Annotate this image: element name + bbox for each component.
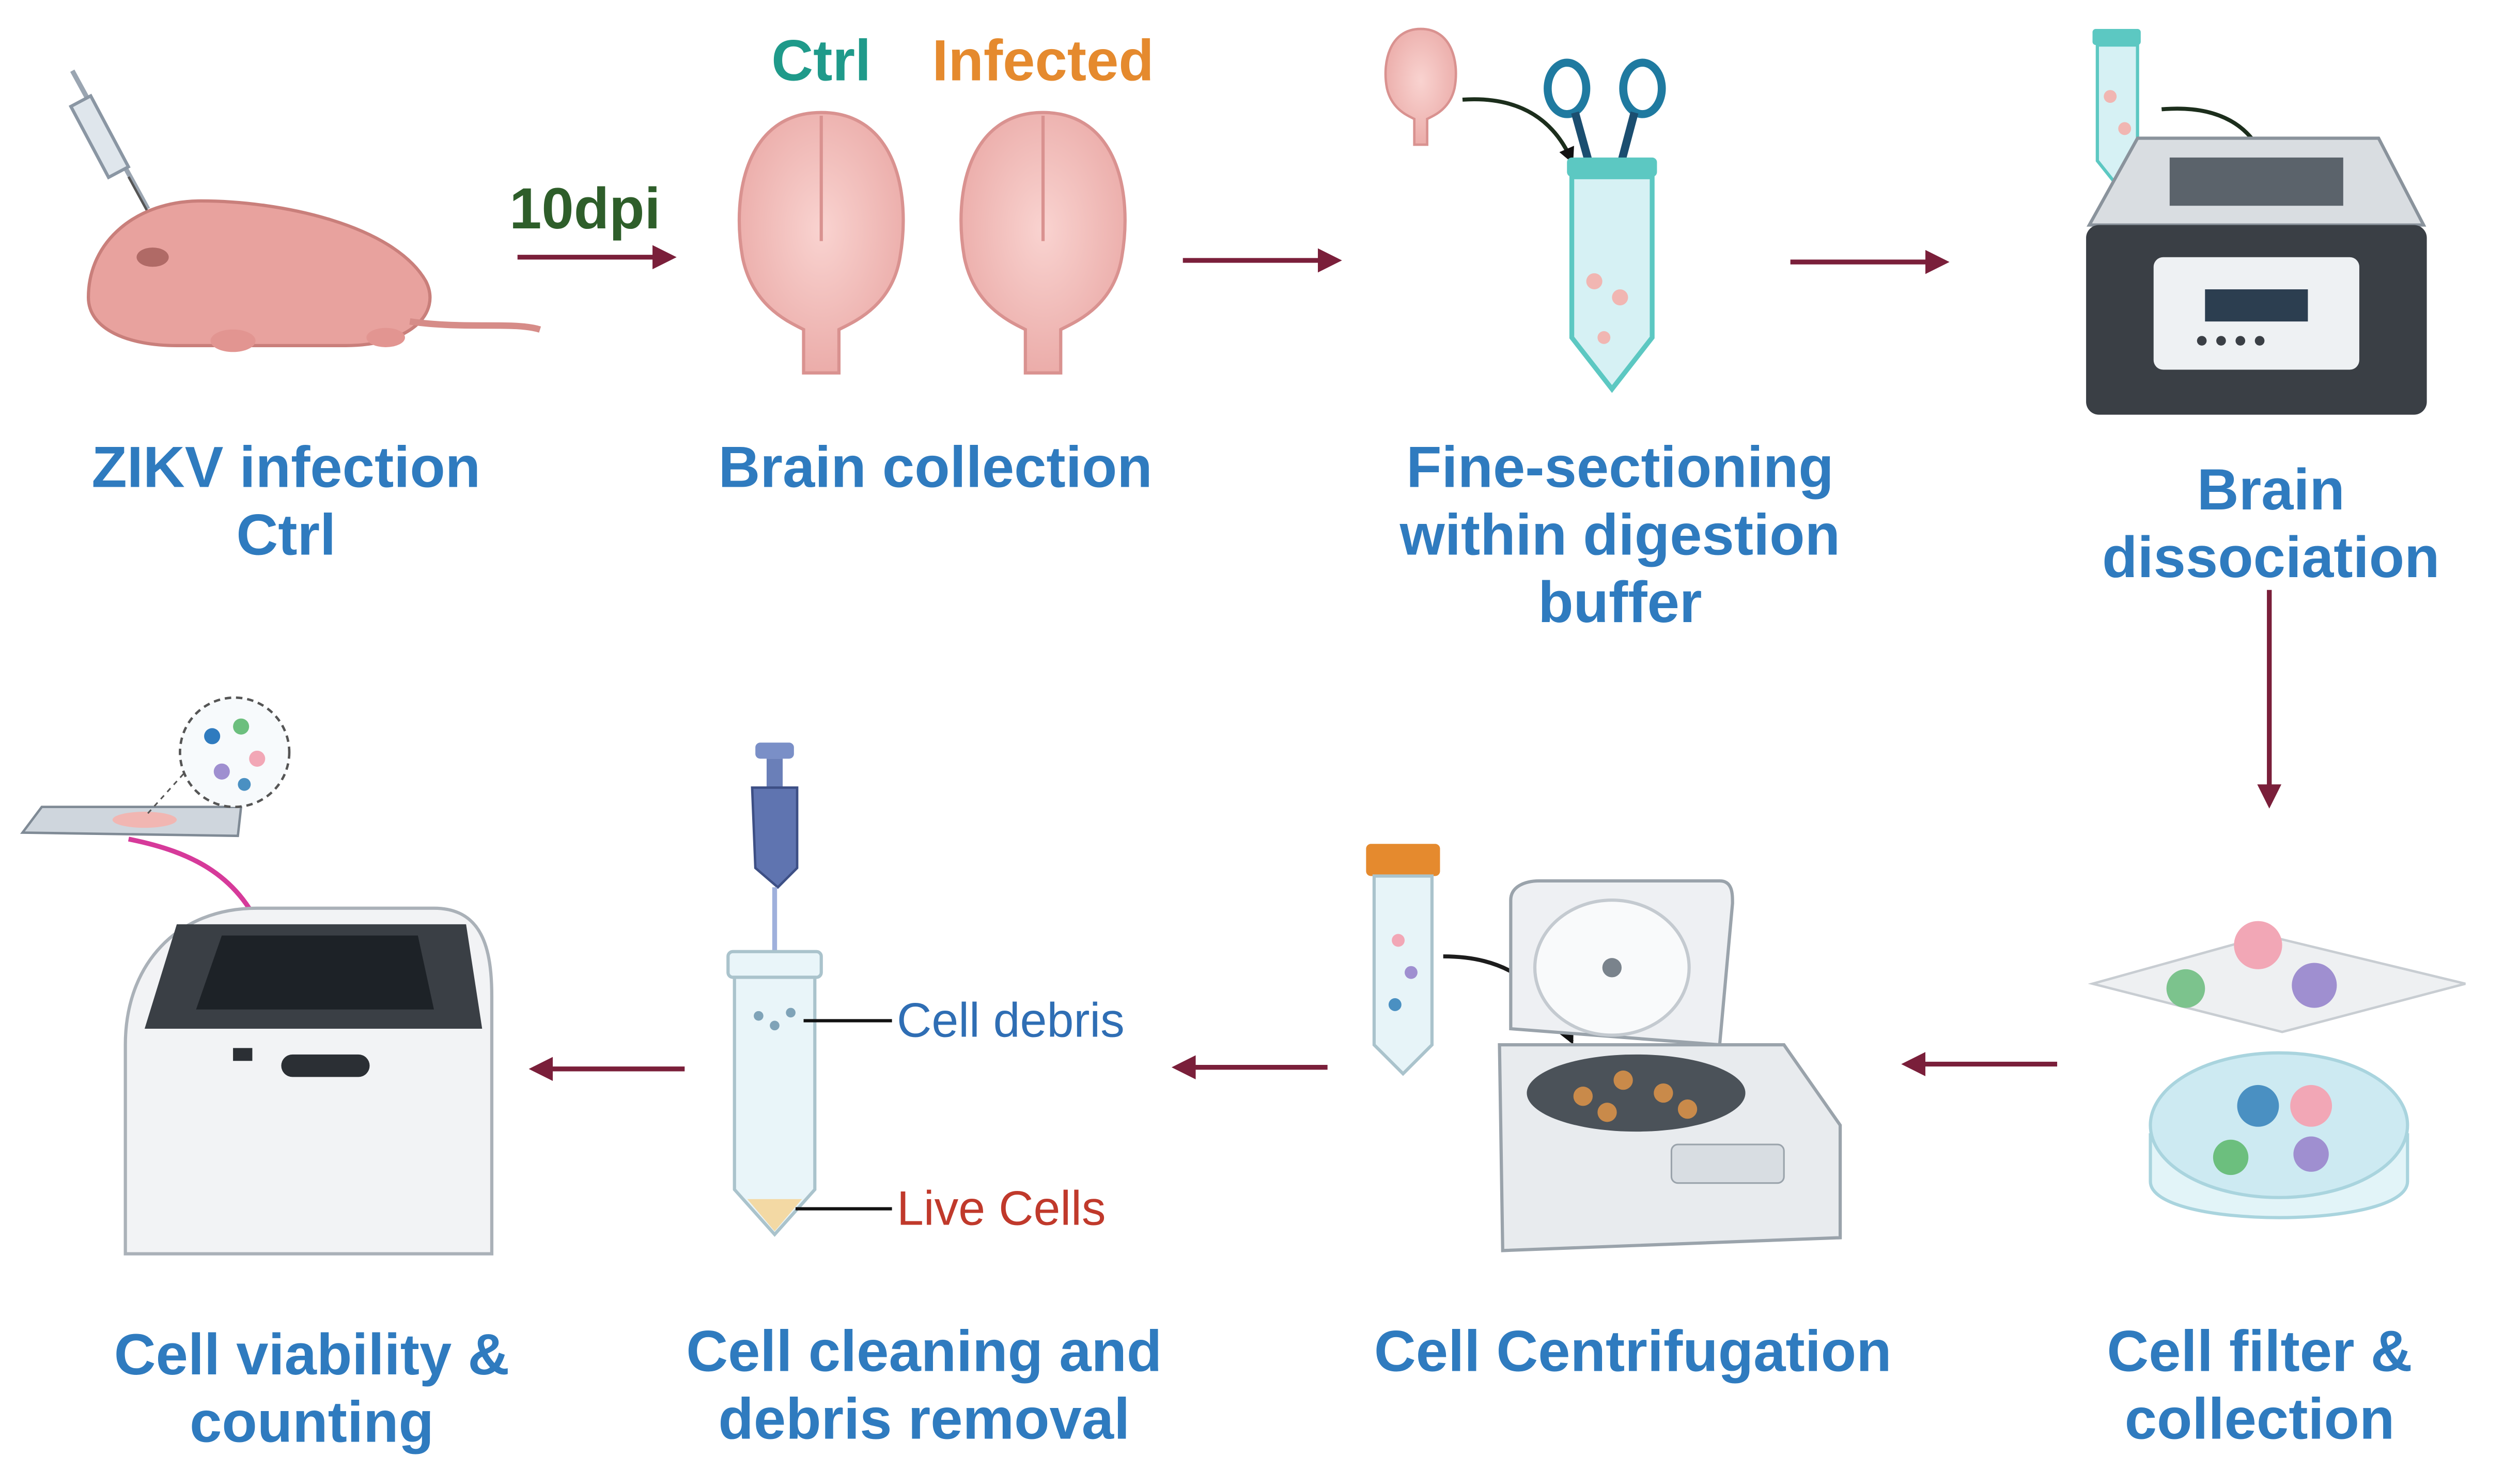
ctrl-label: Ctrl <box>771 28 871 93</box>
tube-icon <box>726 950 823 1237</box>
transfer-arrow <box>1462 97 1574 164</box>
dissociator-icon <box>2086 136 2427 415</box>
syringe-icon <box>68 69 150 213</box>
step-label-brain-dissociation: Brain dissociation <box>2102 456 2440 590</box>
centrifuge-icon <box>1498 879 1842 1252</box>
tube-icon <box>1567 157 1657 393</box>
brain-icon <box>959 111 1127 375</box>
step-label-brain-collection: Brain collection <box>718 433 1153 500</box>
step-label-cell-cleaning: Cell cleaning and debris removal <box>686 1318 1162 1452</box>
petri-dish-icon <box>2149 1051 2409 1219</box>
live-cells-label: Live Cells <box>897 1182 1106 1235</box>
timepoint-label: 10dpi <box>509 176 660 241</box>
brain-icon <box>737 111 905 375</box>
step-label-cell-filter: Cell filter & collection <box>2107 1318 2413 1452</box>
brain-icon <box>1384 27 1457 146</box>
slide-icon <box>20 696 291 838</box>
step-label-cell-centrifugation: Cell Centrifugation <box>1374 1318 1892 1384</box>
filter-icon <box>2088 921 2466 1033</box>
tube-icon <box>2092 28 2141 188</box>
step-label-zikv-infection: ZIKV infection Ctrl <box>91 433 481 568</box>
cell-counter-icon <box>123 906 494 1256</box>
mouse-pup-icon <box>86 199 541 352</box>
cell-debris-label: Cell debris <box>897 994 1125 1047</box>
tube-icon <box>1366 844 1440 1076</box>
step-label-fine-sectioning: Fine-sectioning within digestion buffer <box>1399 433 1841 635</box>
step-label-cell-viability: Cell viability & counting <box>114 1321 510 1455</box>
infected-label: Infected <box>932 28 1154 93</box>
